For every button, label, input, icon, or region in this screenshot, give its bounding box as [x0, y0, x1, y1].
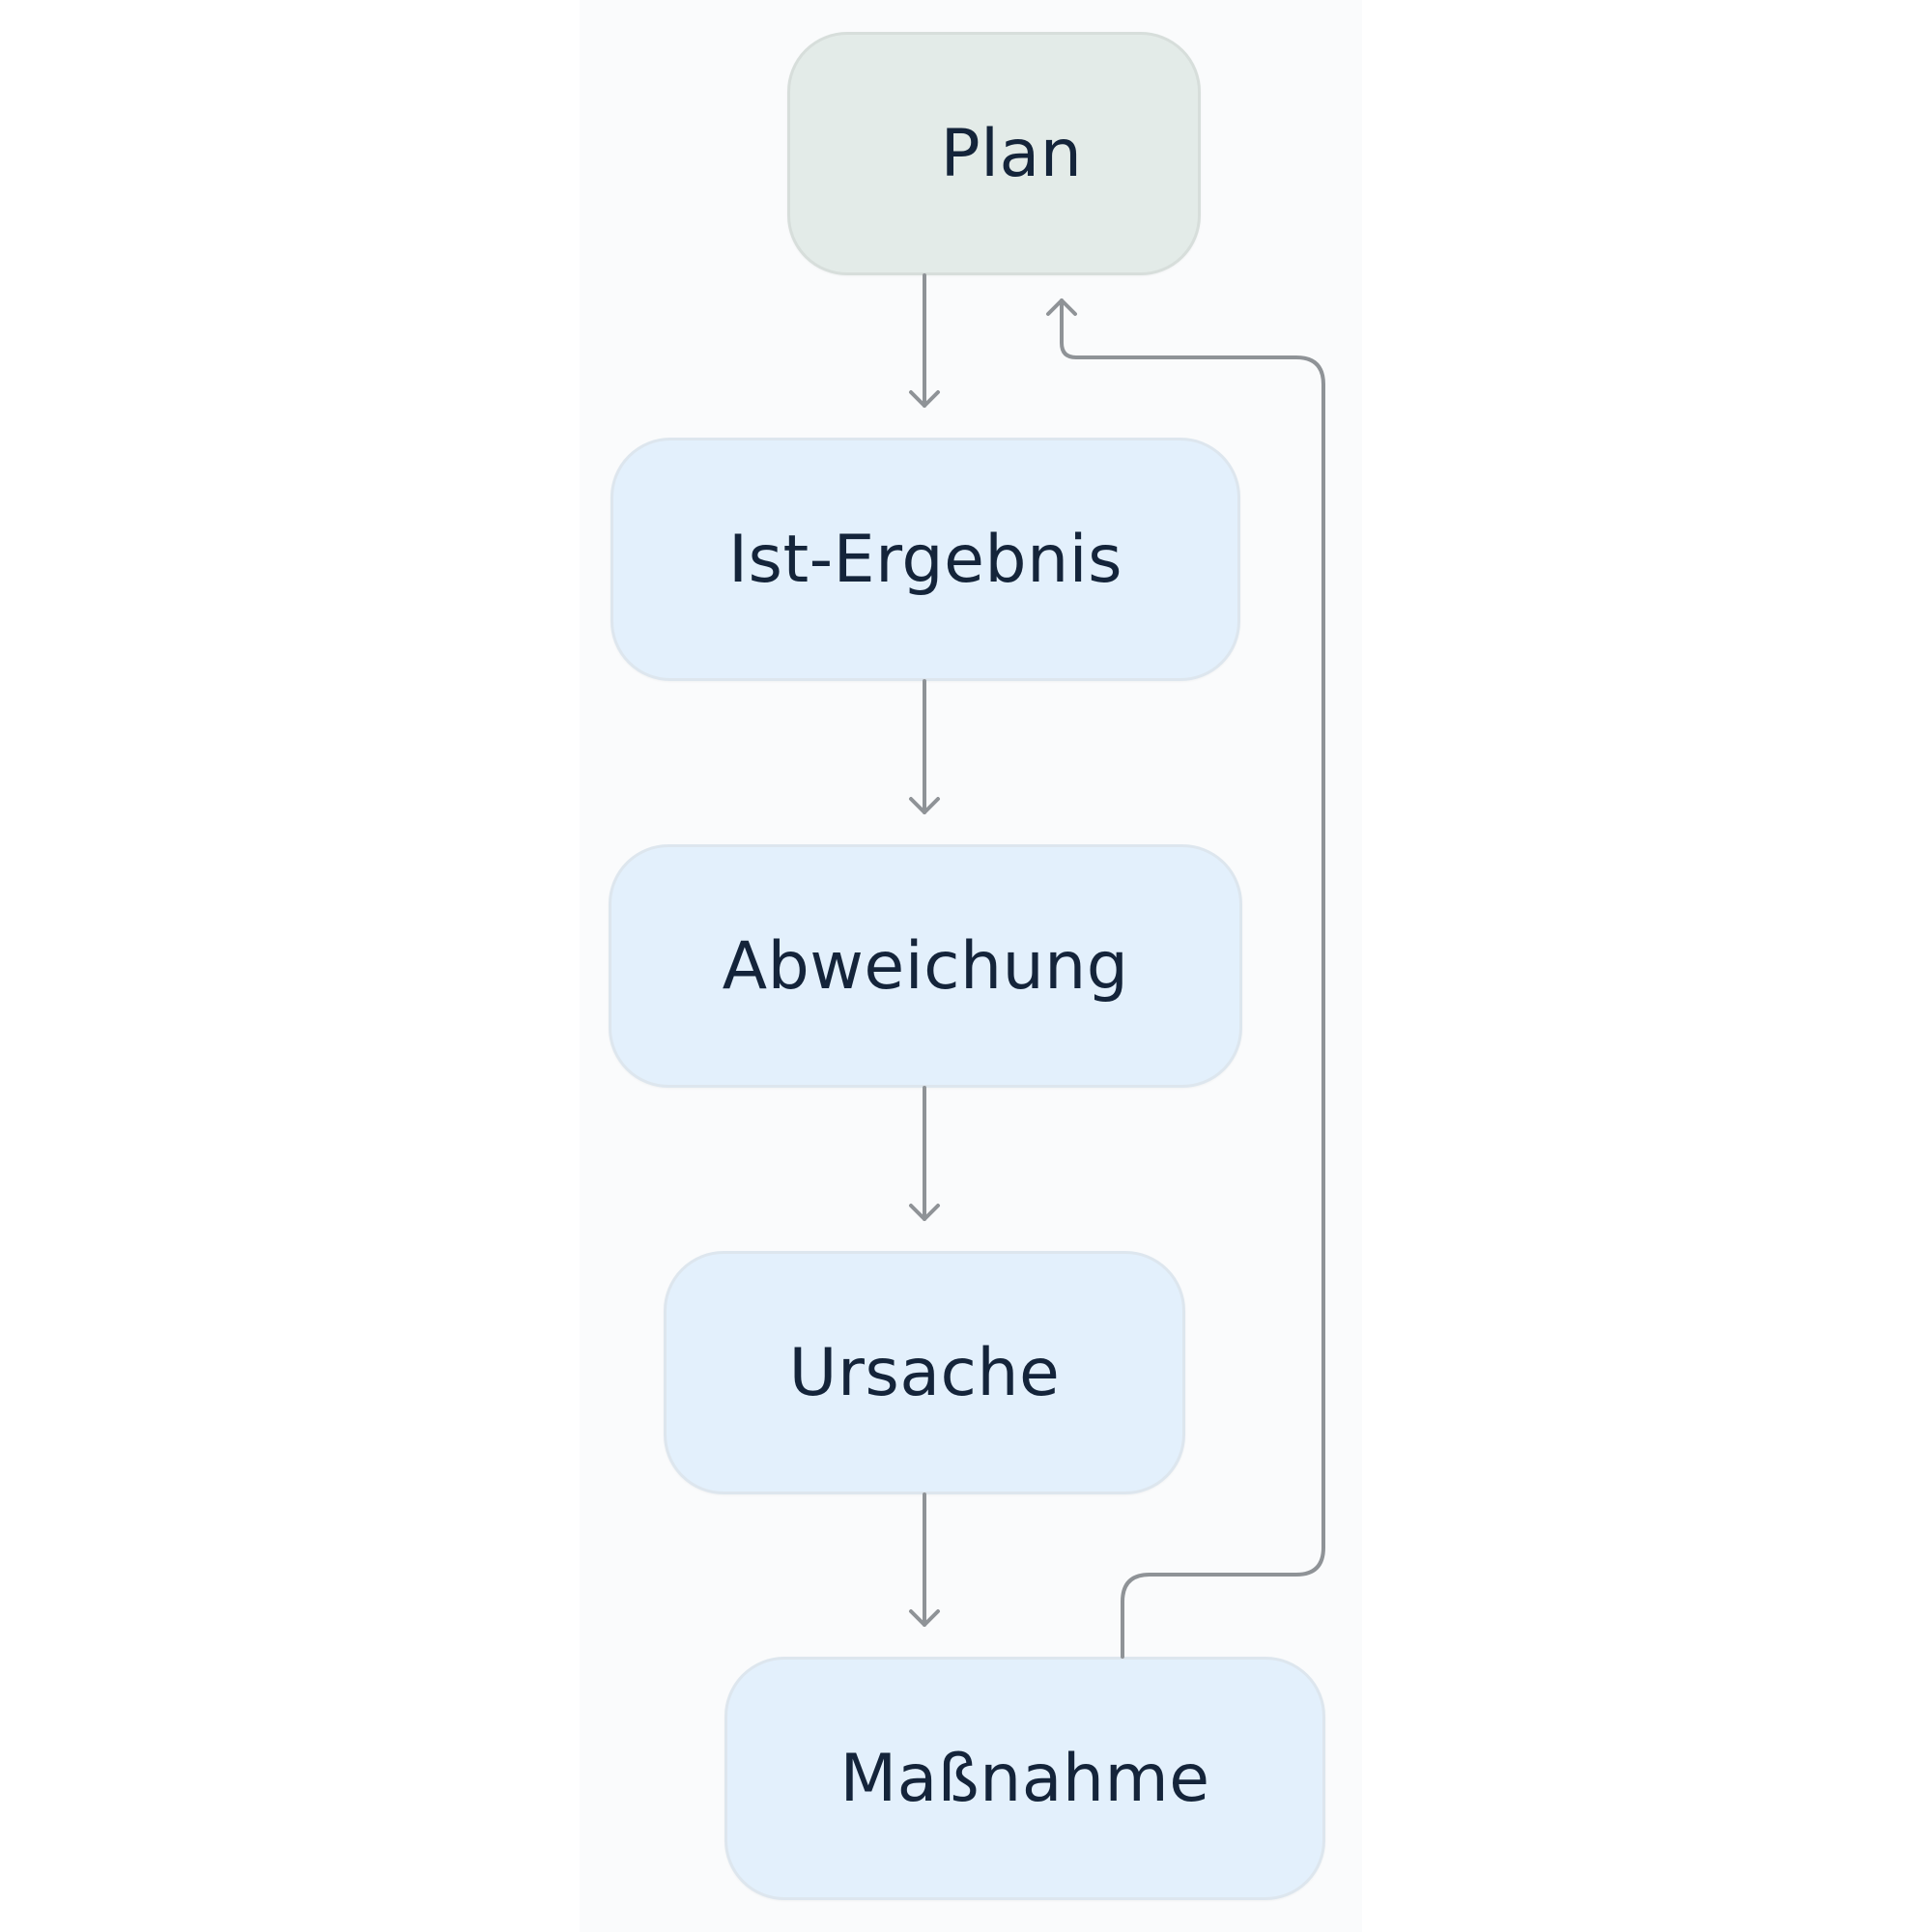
node-massnahme: Maßnahme	[724, 1657, 1325, 1900]
node-ist-ergebnis: Ist-Ergebnis	[611, 438, 1240, 681]
node-massnahme-label: Maßnahme	[839, 1740, 1210, 1817]
node-ursache: Ursache	[664, 1251, 1185, 1494]
node-ursache-label: Ursache	[788, 1334, 1061, 1411]
node-plan-label: Plan	[940, 115, 1083, 192]
node-ist-ergebnis-label: Ist-Ergebnis	[728, 521, 1122, 598]
node-abweichung: Abweichung	[609, 844, 1242, 1088]
node-abweichung-label: Abweichung	[722, 927, 1129, 1005]
node-plan: Plan	[787, 32, 1201, 275]
